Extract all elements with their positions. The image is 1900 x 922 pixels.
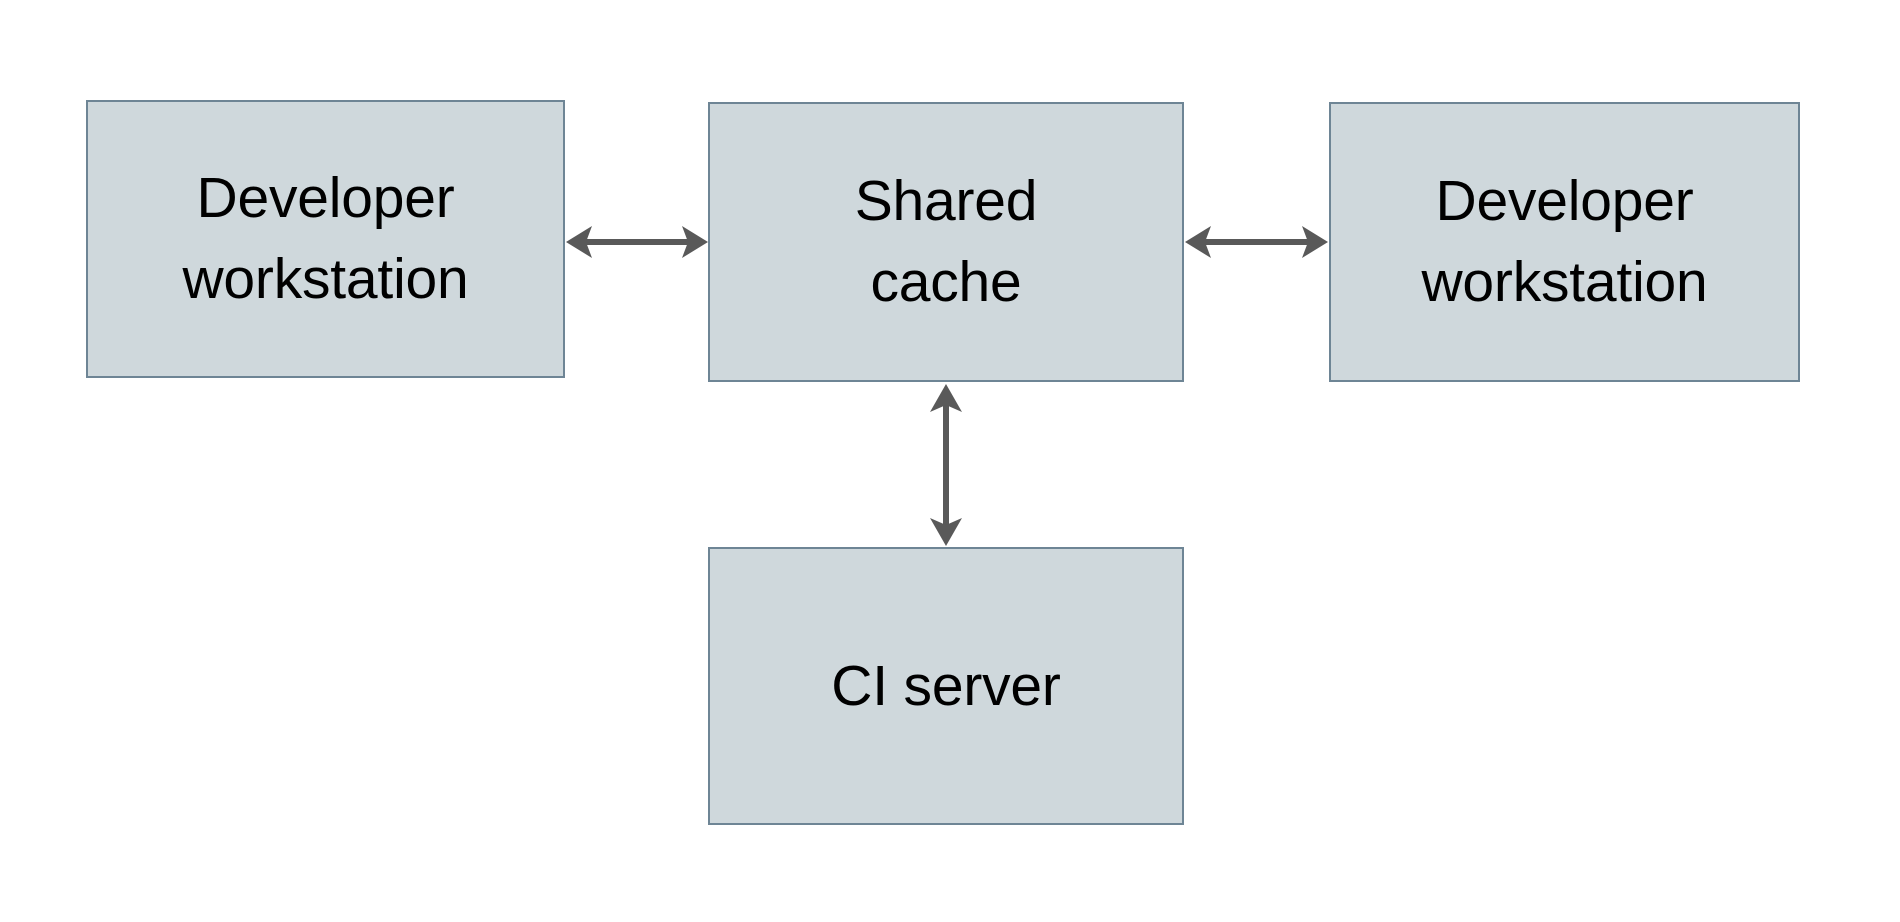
- node-ci-server[interactable]: CI server: [708, 547, 1184, 825]
- node-developer-workstation-left[interactable]: Developer workstation: [86, 100, 565, 378]
- edge-cache-to-ci-server[interactable]: [916, 384, 976, 546]
- node-label: CI server: [831, 653, 1061, 718]
- edge-left-workstation-to-cache[interactable]: [566, 212, 708, 272]
- node-developer-workstation-right[interactable]: Developer workstation: [1329, 102, 1800, 382]
- double-headed-arrow-icon: [930, 384, 962, 546]
- node-label: Shared cache: [854, 169, 1038, 314]
- node-shared-cache[interactable]: Shared cache: [708, 102, 1184, 382]
- double-headed-arrow-icon: [1185, 226, 1328, 258]
- node-label: Developer workstation: [182, 166, 469, 311]
- double-headed-arrow-icon: [566, 226, 708, 258]
- node-label: Developer workstation: [1421, 169, 1708, 314]
- edge-cache-to-right-workstation[interactable]: [1185, 212, 1328, 272]
